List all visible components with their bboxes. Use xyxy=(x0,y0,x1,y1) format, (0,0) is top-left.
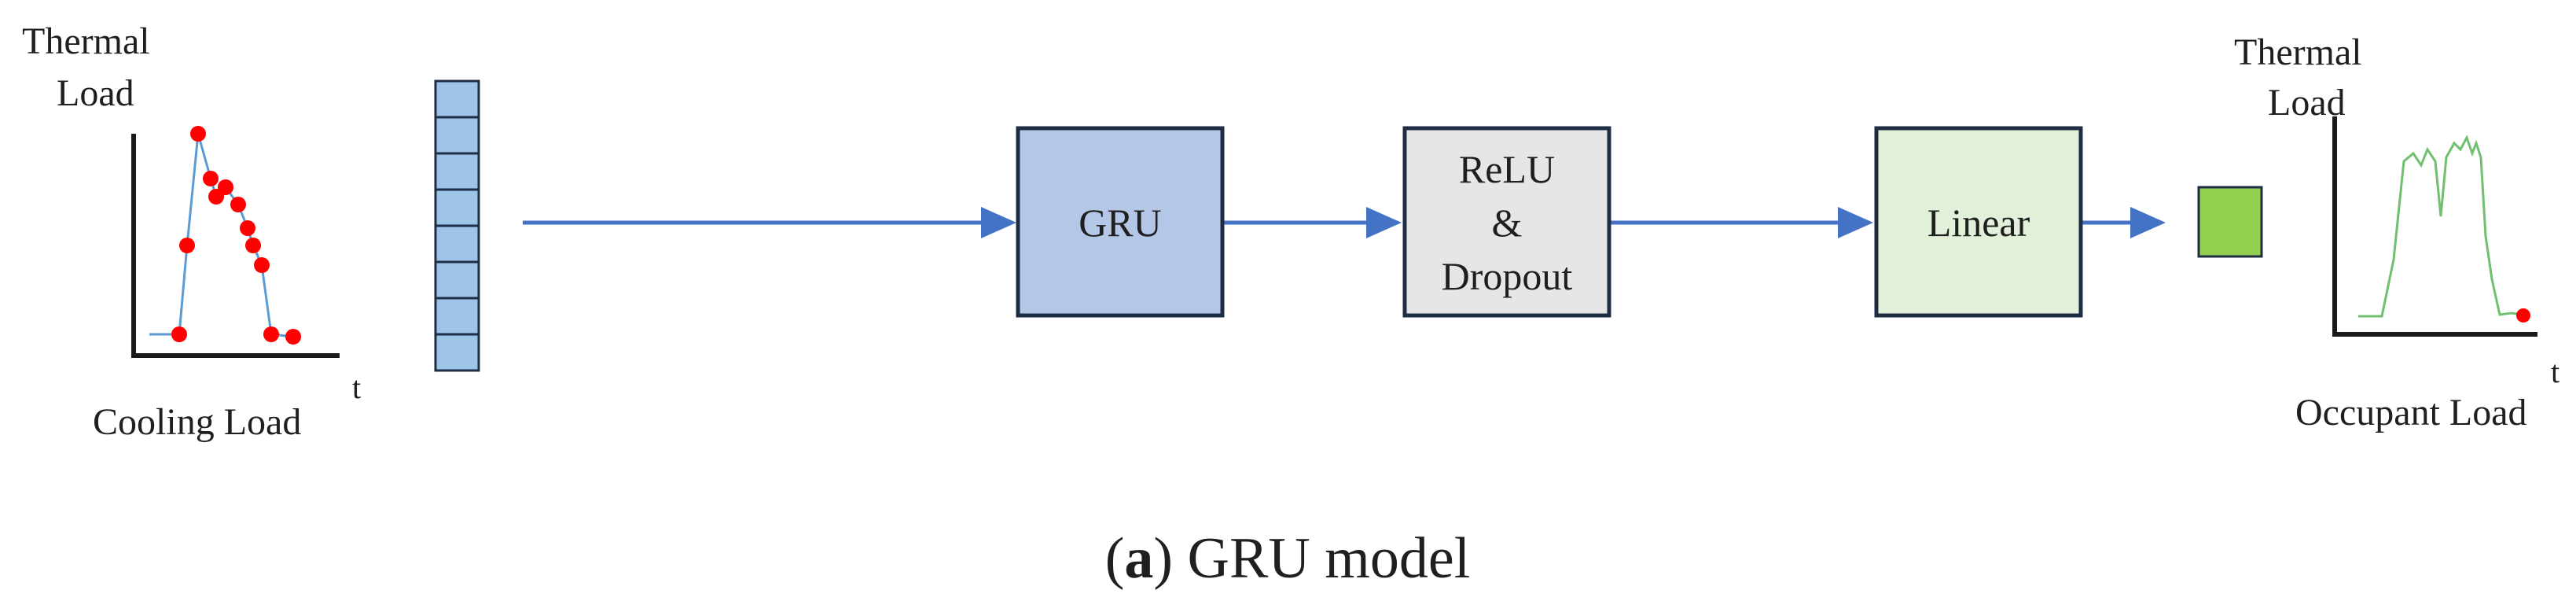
input-vector-cell xyxy=(434,152,480,191)
linear-label: Linear xyxy=(1927,201,2030,245)
input-chart-t-label: t xyxy=(352,370,361,405)
gru-box xyxy=(1016,126,1225,318)
input-chart-title-line2: Load xyxy=(57,72,134,114)
caption-text: GRU model xyxy=(1173,526,1470,591)
input-vector-cell xyxy=(434,188,480,227)
input-vector-cell xyxy=(434,79,480,119)
output-chart: Thermal Load t Occupant Load xyxy=(2234,31,2559,433)
linear-block: Linear xyxy=(1874,126,2083,318)
output-chart-x-label: Occupant Load xyxy=(2295,392,2527,433)
input-chart-point xyxy=(285,329,301,345)
input-chart-point xyxy=(245,238,261,253)
input-chart-point xyxy=(254,257,270,273)
relu-label: ReLU xyxy=(1459,147,1555,191)
input-vector-cell xyxy=(434,116,480,155)
input-chart-x-label: Cooling Load xyxy=(93,401,301,443)
input-vector-cell xyxy=(434,333,480,372)
input-chart-point xyxy=(230,197,246,212)
input-vector-cell xyxy=(434,297,480,336)
input-chart-point xyxy=(190,126,206,142)
input-chart-point xyxy=(263,326,279,342)
caption-letter: a xyxy=(1124,526,1153,591)
output-chart-title-line1: Thermal xyxy=(2234,31,2362,73)
output-chart-point xyxy=(2516,308,2530,323)
input-chart-series-line xyxy=(149,133,294,338)
relu-dropout-block: ReLU & Dropout xyxy=(1402,126,1611,318)
dropout-label: Dropout xyxy=(1442,254,1573,298)
input-vector-cell xyxy=(434,260,480,300)
output-chart-series-line xyxy=(2358,135,2523,318)
relu-dropout-box xyxy=(1402,126,1611,318)
linear-box xyxy=(1874,126,2083,318)
figure-caption: (a) GRU model xyxy=(1105,526,1471,591)
input-chart-point xyxy=(179,238,195,253)
input-chart-points xyxy=(171,126,301,345)
gru-label: GRU xyxy=(1079,201,1162,245)
input-chart-point xyxy=(171,326,187,342)
input-chart-point xyxy=(203,171,219,186)
input-chart-point xyxy=(218,179,233,195)
input-chart-title-line1: Thermal xyxy=(22,20,150,62)
output-block xyxy=(2197,186,2263,258)
gru-block: GRU xyxy=(1016,126,1225,318)
input-sequence-vector xyxy=(434,79,480,372)
input-chart: Thermal Load t Cooling Load xyxy=(22,20,361,443)
ampersand-label: & xyxy=(1492,201,1523,245)
input-vector-cell xyxy=(434,224,480,264)
input-chart-point xyxy=(240,220,255,236)
output-chart-t-label: t xyxy=(2551,354,2559,389)
